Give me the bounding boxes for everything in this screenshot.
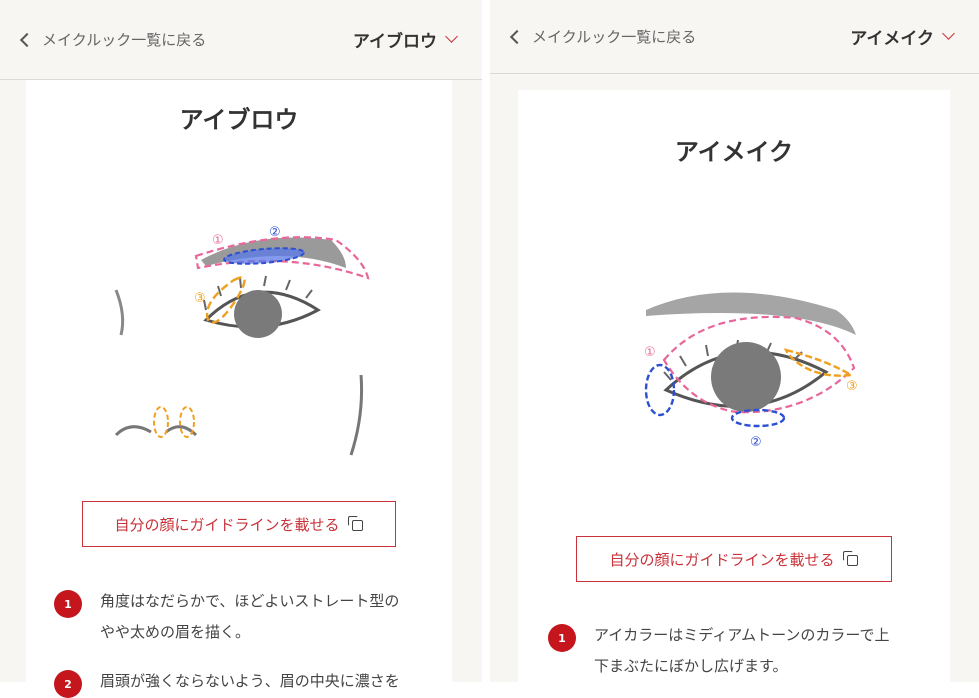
step-number-badge: 2 xyxy=(54,670,82,698)
guide-card: アイメイク ① ② ③ 自分の顔にガイドラインを載せる 1 xyxy=(518,90,950,682)
marker-2: ② xyxy=(269,225,281,240)
marker-3: ③ xyxy=(846,379,858,394)
step-text: 角度はなだらかで、ほどよいストレート型の やや太めの眉を描く。 xyxy=(100,592,400,641)
category-label: アイメイク xyxy=(850,29,934,49)
back-link[interactable]: メイクルック一覧に戻る xyxy=(509,26,697,47)
iris xyxy=(711,342,781,412)
eyebrow-screen: メイクルック一覧に戻る アイブロウ アイブロウ xyxy=(0,0,482,698)
step-item: 2 眉頭が強くならないよう、眉の中央に濃さを xyxy=(54,666,452,698)
chevron-left-icon xyxy=(509,29,525,44)
copy-icon xyxy=(347,516,364,532)
back-link[interactable]: メイクルック一覧に戻る xyxy=(19,29,207,50)
nose-guide-left xyxy=(153,406,169,438)
category-dropdown[interactable]: アイブロウ xyxy=(352,27,458,52)
guide-blue-lower xyxy=(730,408,786,428)
guide-blue-inner xyxy=(644,363,676,417)
category-label: アイブロウ xyxy=(352,32,437,52)
eyebrow-illustration: ① ② ③ xyxy=(114,225,370,456)
guide-button-label: 自分の顔にガイドラインを載せる xyxy=(114,515,340,534)
step-item: 1 アイカラーはミディアムトーンのカラーで上 下まぶたにぼかし広げます。 xyxy=(548,620,950,682)
back-label: メイクルック一覧に戻る xyxy=(532,28,697,46)
top-bar: メイクルック一覧に戻る アイブロウ xyxy=(0,0,482,80)
iris xyxy=(234,290,282,338)
chevron-down-icon xyxy=(942,27,955,40)
guide-pink xyxy=(194,236,370,280)
chevron-left-icon xyxy=(19,32,35,47)
copy-icon xyxy=(842,551,859,567)
guide-pink xyxy=(662,315,856,414)
step-item: 1 角度はなだらかで、ほどよいストレート型の やや太めの眉を描く。 xyxy=(54,586,452,648)
category-dropdown[interactable]: アイメイク xyxy=(850,24,955,49)
chevron-down-icon xyxy=(445,30,458,43)
marker-1: ① xyxy=(644,345,656,360)
page-title: アイブロウ xyxy=(179,106,299,134)
step-list: 1 アイカラーはミディアムトーンのカラーで上 下まぶたにぼかし広げます。 xyxy=(518,620,950,682)
guide-orange xyxy=(783,348,855,377)
top-bar: メイクルック一覧に戻る アイメイク xyxy=(490,0,979,74)
nose-left xyxy=(114,425,152,437)
step-text: 眉頭が強くならないよう、眉の中央に濃さを xyxy=(100,672,400,690)
eyebrow-shape xyxy=(646,292,856,335)
step-number-badge: 1 xyxy=(548,624,576,652)
guide-blue xyxy=(223,247,305,265)
eye-outline xyxy=(663,350,829,408)
eye-illustration: ① ② ③ xyxy=(644,292,858,450)
eyemake-screen: メイクルック一覧に戻る アイメイク アイメイク ① ② ③ 自分の顔にガイドライ… xyxy=(490,0,979,682)
guide-card: アイブロウ ① ② ③ 自分の顔にガイドラインを載せ xyxy=(26,80,452,698)
nose-right xyxy=(165,425,198,437)
guide-overlay-button[interactable]: 自分の顔にガイドラインを載せる xyxy=(576,536,892,582)
nose-guide-right xyxy=(179,406,195,438)
back-label: メイクルック一覧に戻る xyxy=(42,31,207,49)
guide-orange xyxy=(205,276,246,324)
face-contour-right xyxy=(349,374,364,456)
page-title: アイメイク xyxy=(674,138,794,166)
step-text: アイカラーはミディアムトーンのカラーで上 下まぶたにぼかし広げます。 xyxy=(594,626,890,675)
screen-divider xyxy=(482,0,490,682)
step-list: 1 角度はなだらかで、ほどよいストレート型の やや太めの眉を描く。 2 眉頭が強… xyxy=(26,586,452,698)
marker-1: ① xyxy=(212,233,224,248)
guide-button-label: 自分の顔にガイドラインを載せる xyxy=(609,550,835,569)
marker-3: ③ xyxy=(194,291,206,306)
marker-2: ② xyxy=(750,435,762,450)
guide-overlay-button[interactable]: 自分の顔にガイドラインを載せる xyxy=(82,501,396,547)
face-contour xyxy=(114,289,125,336)
step-number-badge: 1 xyxy=(54,590,82,618)
eyelashes xyxy=(203,275,313,311)
